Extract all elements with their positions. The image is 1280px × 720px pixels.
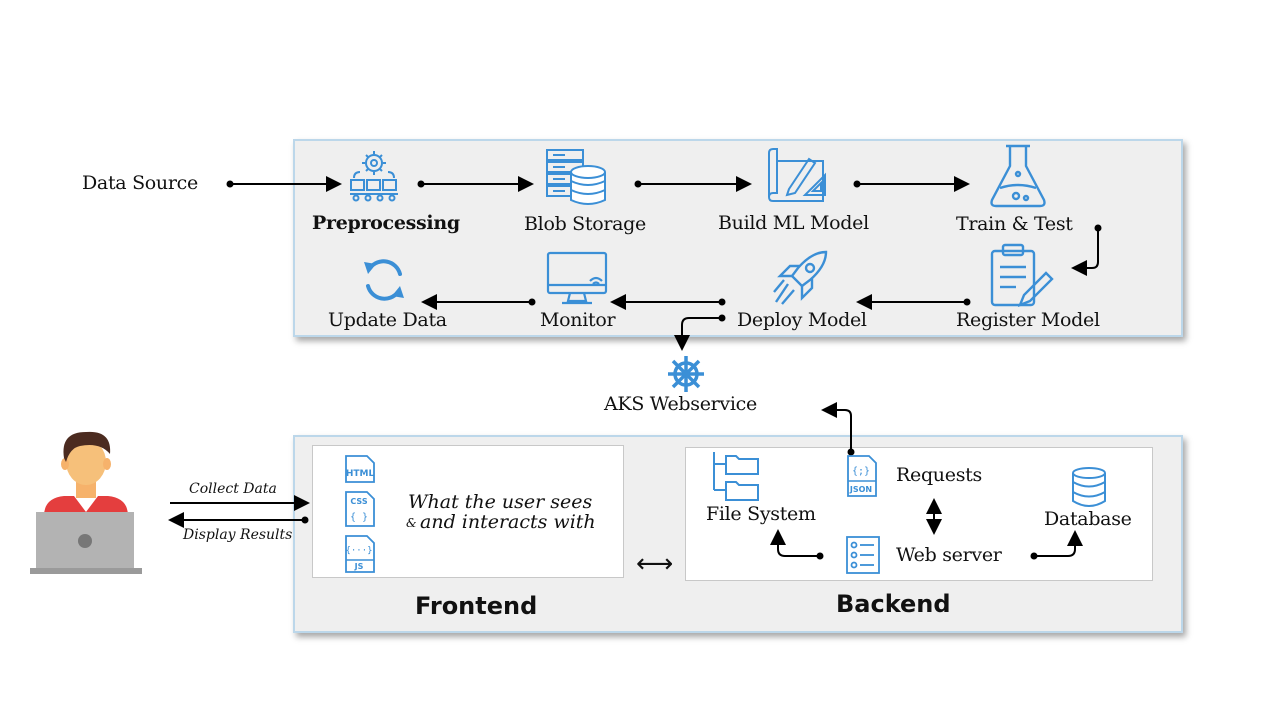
frontend-description-amp: & [406,516,417,530]
css-file-text: CSS [350,497,367,506]
train-test-label: Train & Test [956,213,1073,235]
monitor-icon [546,251,608,305]
blob-storage-icon [546,149,606,205]
json-file-icon: {;} JSON [847,455,877,497]
js-file-icon: {···} JS [345,535,375,573]
blob-storage-label: Blob Storage [524,213,646,235]
svg-text:{ }: { } [350,512,368,523]
requests-label: Requests [896,464,982,486]
clipboard-icon [990,243,1054,308]
blueprint-icon [768,148,826,202]
frontend-description-line2: and interacts with [420,511,596,533]
data-source-label: Data Source [82,172,198,194]
deploy-model-label: Deploy Model [737,309,867,331]
frontend-title: Frontend [415,592,538,620]
database-label: Database [1044,508,1132,530]
preprocessing-icon [350,151,398,202]
file-system-label: File System [706,503,816,525]
backend-title: Backend [836,590,951,618]
update-data-label: Update Data [328,309,447,331]
svg-text:{···}: {···} [345,546,372,556]
register-model-label: Register Model [956,309,1100,331]
js-file-text: JS [354,562,364,571]
collect-data-label: Collect Data [189,481,277,497]
frontend-backend-link-icon: ⟷ [636,549,673,579]
backend-box [685,447,1153,581]
html-file-icon: HTML [345,455,375,483]
refresh-icon [364,259,404,301]
preprocessing-label: Preprocessing [312,212,460,234]
frontend-description-line1: What the user sees [408,491,593,513]
user-with-laptop-icon [30,431,142,574]
json-file-text: JSON [849,485,872,494]
monitor-label: Monitor [540,309,616,331]
flask-icon [990,144,1046,208]
aks-webservice-label: AKS Webservice [604,393,757,415]
web-server-icon [846,536,880,574]
database-icon [1072,467,1106,507]
rocket-icon [773,250,828,305]
kubernetes-icon [668,356,704,392]
folder-tree-icon [713,452,759,501]
build-ml-model-label: Build ML Model [718,212,869,234]
svg-text:{;}: {;} [852,466,870,477]
html-file-text: HTML [346,469,375,479]
display-results-label: Display Results [183,527,293,543]
web-server-label: Web server [896,544,1002,566]
css-file-icon: CSS { } [345,491,375,527]
